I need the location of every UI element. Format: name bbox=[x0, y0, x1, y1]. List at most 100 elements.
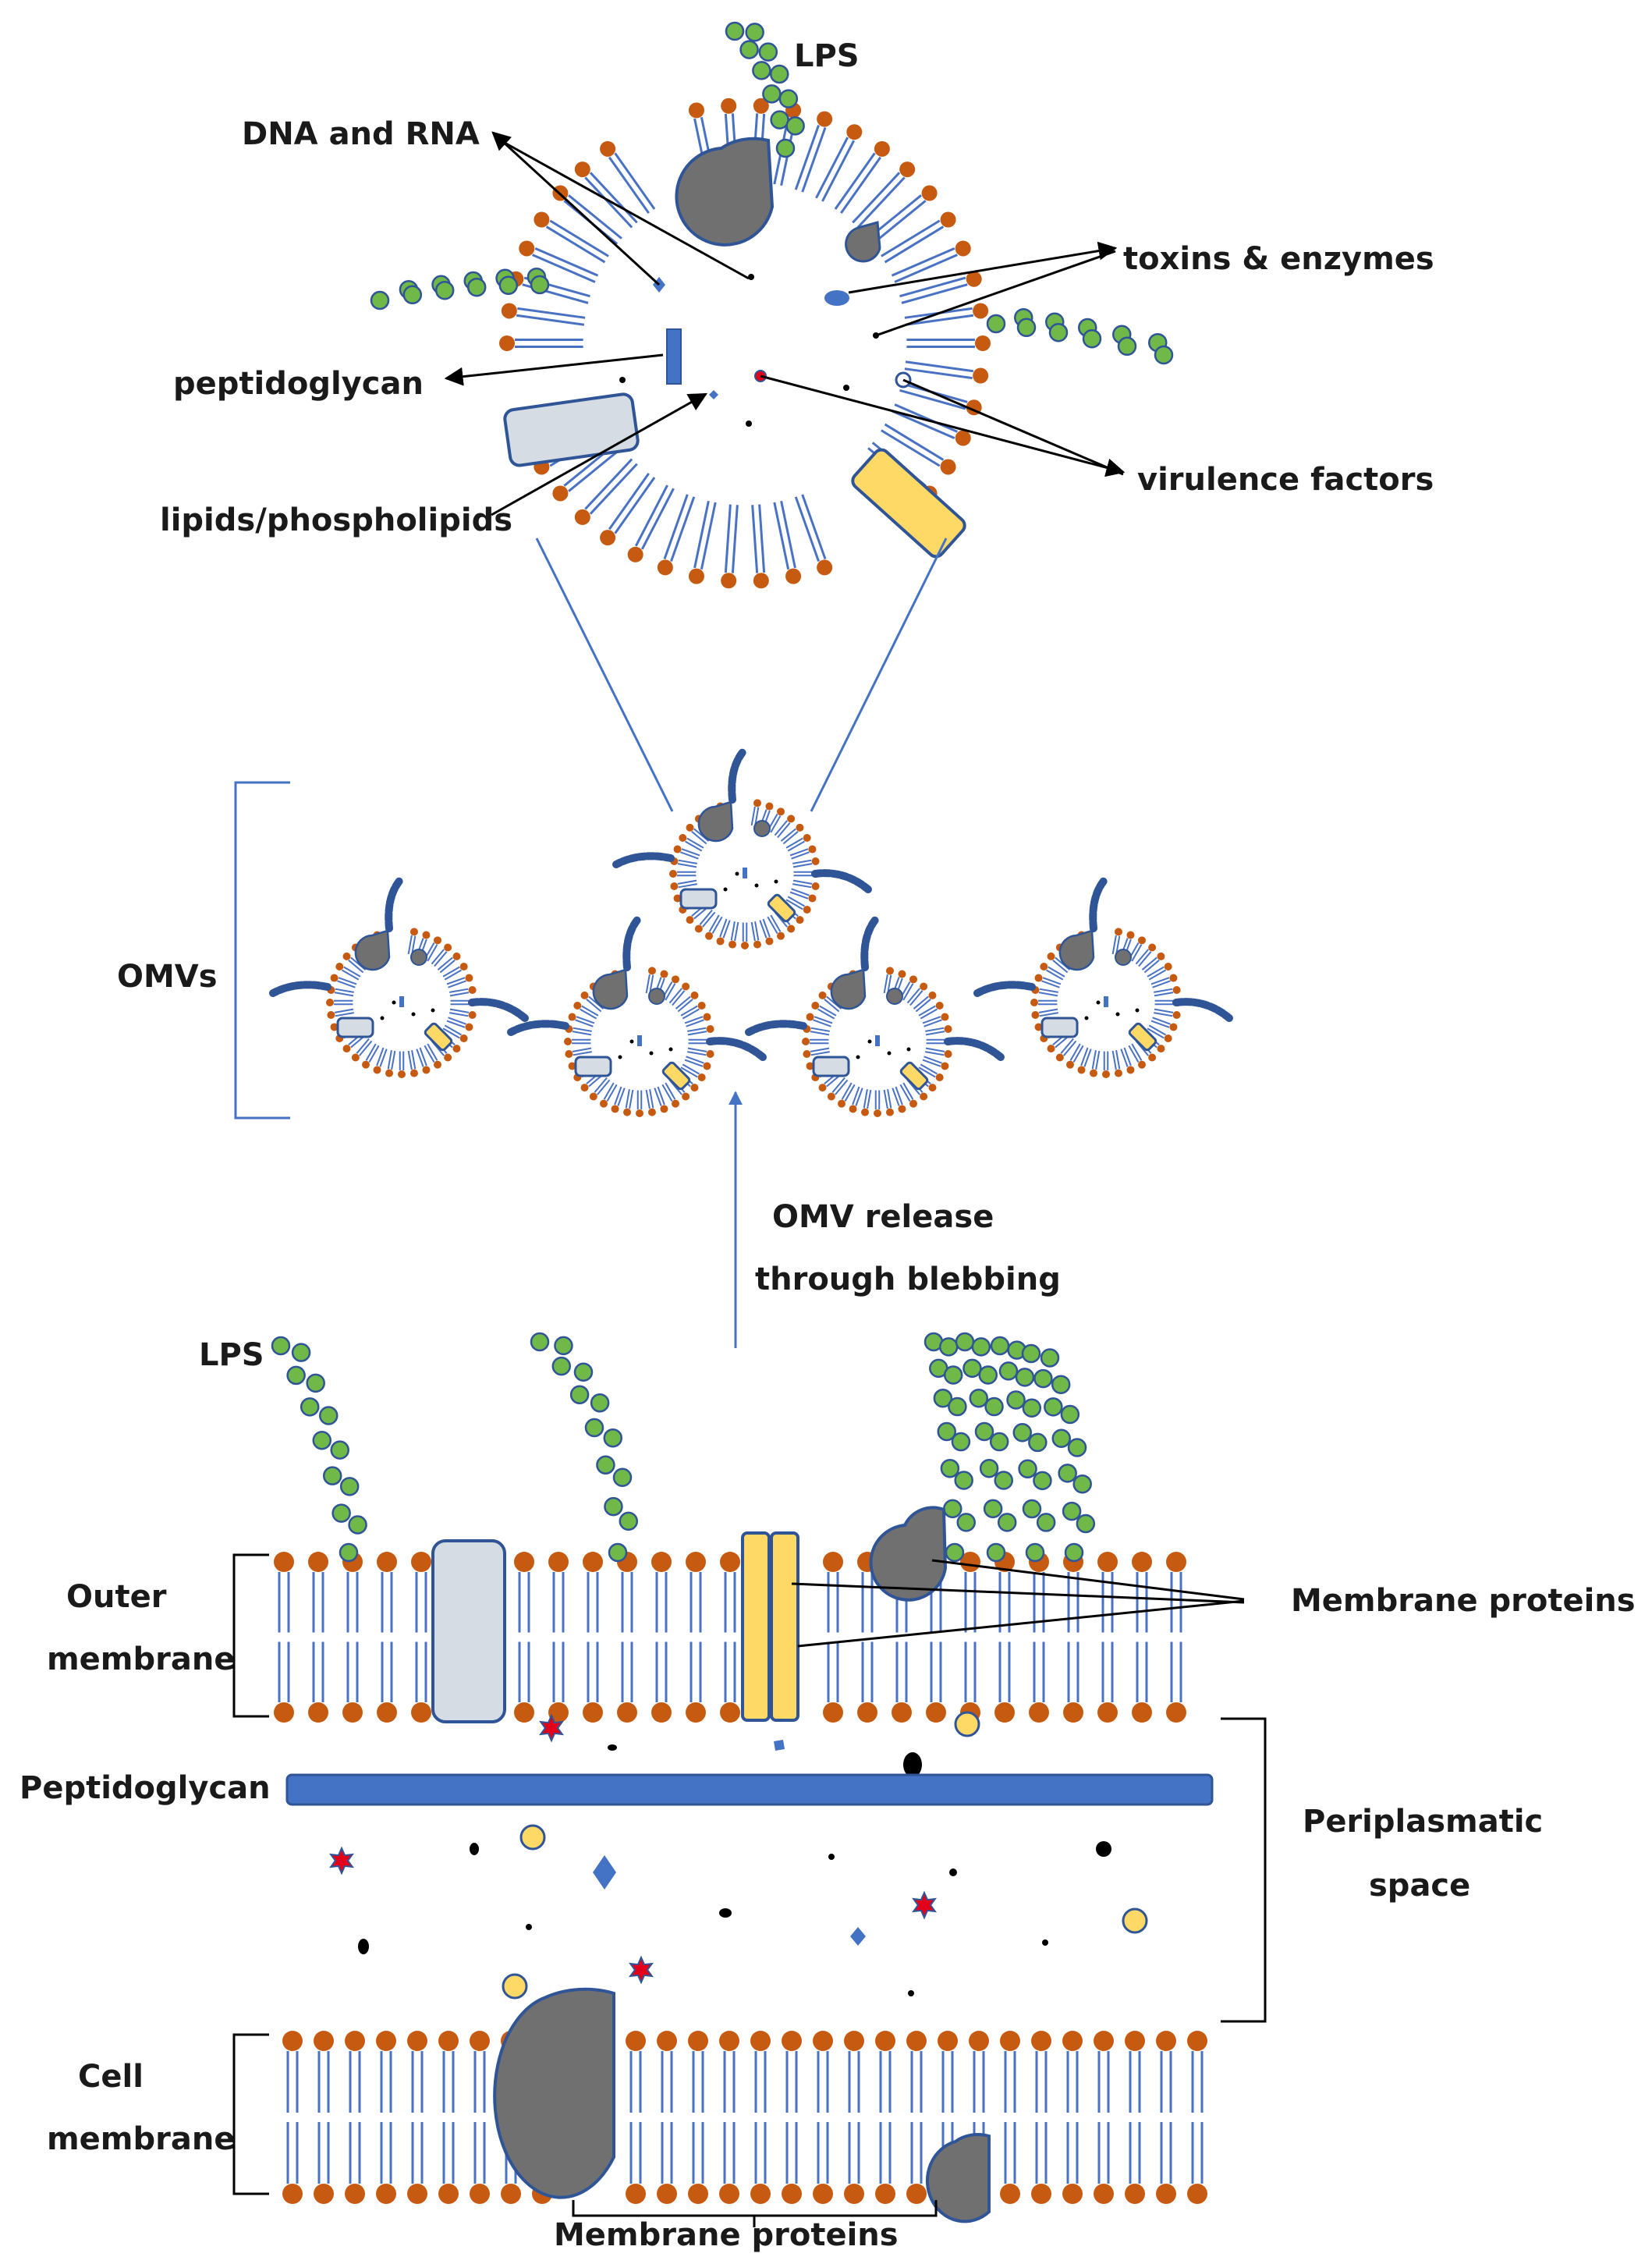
phospholipid-pair bbox=[813, 2031, 833, 2204]
lipid-head bbox=[434, 936, 441, 945]
lipid-tail bbox=[785, 837, 803, 849]
lipid-head bbox=[1094, 2031, 1114, 2051]
lipid-head bbox=[385, 1069, 394, 1077]
omv-peptidoglycan bbox=[399, 996, 404, 1007]
lipid-tail bbox=[1131, 1043, 1143, 1061]
lipid-tail bbox=[724, 504, 732, 573]
lipid-head bbox=[875, 2184, 895, 2204]
lipid-tail bbox=[572, 1031, 592, 1036]
sugar-unit bbox=[1033, 1368, 1053, 1389]
lipid-head bbox=[1114, 928, 1122, 936]
lipid-tail bbox=[1143, 960, 1160, 974]
lps-chain bbox=[530, 1332, 639, 1563]
sugar-unit bbox=[554, 1336, 573, 1356]
lipid-tail bbox=[517, 307, 586, 319]
lipid-tail bbox=[693, 500, 710, 569]
omv-protein-yellow bbox=[424, 1022, 453, 1052]
lipid-head bbox=[682, 982, 690, 991]
lipid-head bbox=[796, 823, 804, 832]
lipid-tail bbox=[419, 1047, 427, 1066]
lipid-head bbox=[920, 982, 928, 991]
lipid-head bbox=[1047, 1045, 1055, 1053]
lipid-tail bbox=[411, 1050, 417, 1070]
lipid-tail bbox=[881, 219, 941, 257]
lipid-tail bbox=[584, 458, 633, 510]
lipid-tail bbox=[810, 1047, 830, 1052]
sugar-unit bbox=[331, 1503, 351, 1523]
lipid-tail bbox=[922, 1016, 941, 1024]
lipid-head bbox=[796, 916, 804, 924]
lipid-head bbox=[688, 102, 704, 119]
lipid-tail bbox=[777, 822, 791, 839]
sugar-unit bbox=[984, 1396, 1004, 1417]
lipid-tail bbox=[782, 831, 799, 845]
lipid-tail bbox=[702, 911, 716, 928]
enzyme-blob bbox=[502, 1973, 528, 2000]
omv-protein-yellow bbox=[1128, 1022, 1157, 1052]
lps-chain bbox=[986, 307, 1174, 365]
omv-protein-yellow bbox=[767, 893, 796, 923]
lipid-head bbox=[342, 952, 351, 960]
lipid-head bbox=[811, 882, 820, 890]
lipid-head bbox=[719, 2031, 739, 2051]
sugar-unit bbox=[300, 1397, 320, 1417]
sugar-unit bbox=[1025, 1542, 1045, 1563]
lipid-tail bbox=[685, 840, 703, 852]
sugar-unit bbox=[318, 1406, 339, 1425]
sugar-unit bbox=[1117, 336, 1137, 357]
sugar-unit bbox=[1154, 345, 1174, 365]
label-release-2: through blebbing bbox=[755, 1262, 1061, 1297]
lipid-head bbox=[1114, 1069, 1122, 1077]
sugar-unit bbox=[770, 110, 789, 130]
lipid-tail bbox=[920, 1008, 938, 1020]
lipid-head bbox=[1125, 2184, 1145, 2204]
lipid-head bbox=[1156, 2031, 1176, 2051]
sugar-unit bbox=[986, 1542, 1006, 1563]
lipid-head bbox=[519, 240, 535, 257]
lipid-head bbox=[1148, 1053, 1157, 1062]
label-release-1: OMV release bbox=[772, 1199, 994, 1235]
lipid-tail bbox=[448, 1017, 466, 1025]
lipid-tail bbox=[824, 999, 840, 1013]
lipid-head bbox=[955, 430, 971, 446]
lipid-head bbox=[1047, 952, 1055, 960]
lipid-head bbox=[813, 2031, 833, 2051]
lipid-head bbox=[1062, 2031, 1083, 2051]
lipid-tail bbox=[576, 1016, 595, 1024]
lipid-tail bbox=[794, 125, 820, 190]
sugar-unit bbox=[948, 1396, 967, 1417]
lipid-tail bbox=[852, 172, 901, 224]
cell-membrane-bilayer bbox=[282, 2031, 1207, 2204]
arrow-lipids bbox=[491, 392, 708, 516]
lipid-tail bbox=[343, 966, 361, 978]
small-molecule-dot bbox=[903, 1752, 922, 1777]
lipid-head bbox=[906, 2184, 927, 2204]
lipid-head bbox=[1166, 1552, 1186, 1572]
lipid-tail bbox=[407, 1050, 413, 1070]
virulence-star bbox=[628, 1955, 654, 1985]
lipid-tail bbox=[1046, 969, 1064, 981]
omv-dot bbox=[867, 1039, 872, 1044]
phospholipid-pair bbox=[438, 2031, 459, 2204]
lipid-head bbox=[827, 1092, 835, 1101]
lipid-tail bbox=[1154, 1008, 1174, 1013]
phospholipid-pair bbox=[719, 2031, 739, 2204]
phospholipid-pair bbox=[720, 1552, 740, 1723]
omv-lps bbox=[944, 1037, 1005, 1061]
lipid-tail bbox=[852, 1086, 860, 1105]
sugar-unit bbox=[312, 1431, 331, 1450]
virulence-star bbox=[328, 1846, 355, 1876]
lipid-head bbox=[844, 2031, 864, 2051]
omv-protein-yellow bbox=[899, 1061, 929, 1091]
lipid-head bbox=[785, 568, 802, 584]
sugar-unit bbox=[940, 1458, 960, 1478]
lipid-head bbox=[376, 2031, 396, 2051]
lipid-tail bbox=[365, 1043, 377, 1061]
periplasm-diamond-small bbox=[850, 1927, 866, 1946]
lipid-tail bbox=[668, 988, 682, 1004]
lipid-tail bbox=[442, 966, 460, 978]
sugar-unit bbox=[339, 1477, 360, 1496]
omv-dot bbox=[735, 871, 739, 876]
lipid-tail bbox=[821, 140, 856, 202]
lipid-tail bbox=[439, 960, 456, 974]
